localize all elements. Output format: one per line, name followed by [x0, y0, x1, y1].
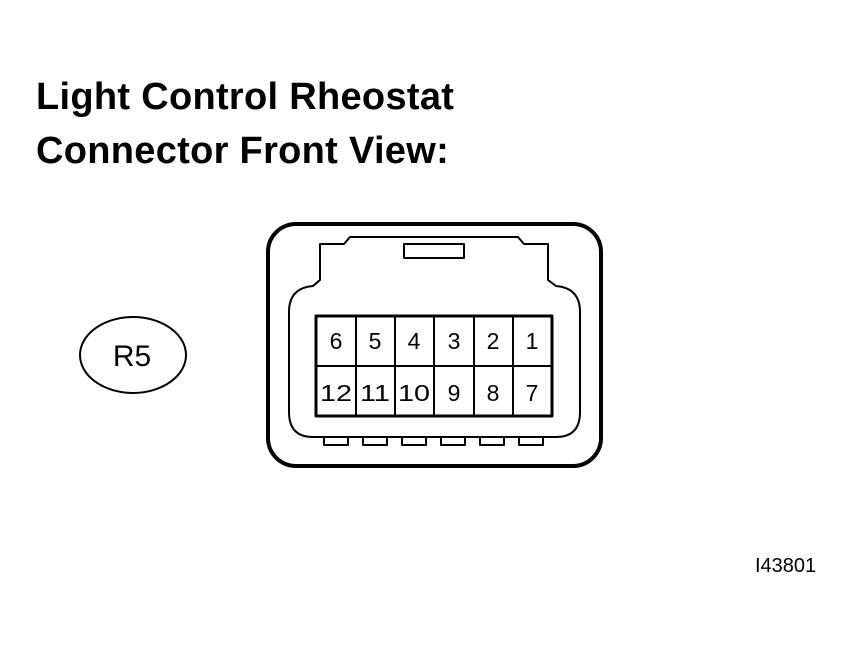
pin-row-bottom: 12 11 10 9 8 7: [320, 380, 538, 406]
pin-label: 10: [398, 380, 430, 406]
pin-label: 2: [487, 328, 500, 354]
pin-label: 5: [369, 328, 382, 354]
connector-inner-outline: [288, 236, 581, 438]
pin-label: 12: [320, 380, 352, 406]
pin-label: 6: [330, 328, 343, 354]
pin-label: 9: [448, 380, 461, 406]
pin-label: 11: [360, 380, 390, 406]
pin-label: 8: [487, 380, 500, 406]
pin-row-top: 6 5 4 3 2 1: [330, 328, 539, 354]
diagram-title: Light Control Rheostat Connector Front V…: [36, 70, 454, 178]
connector-latch: [403, 243, 465, 259]
connector-code-ellipse: [79, 316, 187, 394]
figure-id: I43801: [755, 555, 817, 577]
pin-label: 1: [526, 328, 539, 354]
guide-ribs: [323, 436, 544, 446]
title-line-2: Connector Front View:: [36, 130, 450, 172]
connector-code: R5: [113, 340, 151, 373]
pin-label: 3: [448, 328, 461, 354]
pin-label: 4: [408, 328, 421, 354]
connector-housing: [266, 222, 603, 468]
pin-label: 7: [526, 380, 539, 406]
title-line-1: Light Control Rheostat: [36, 76, 455, 118]
